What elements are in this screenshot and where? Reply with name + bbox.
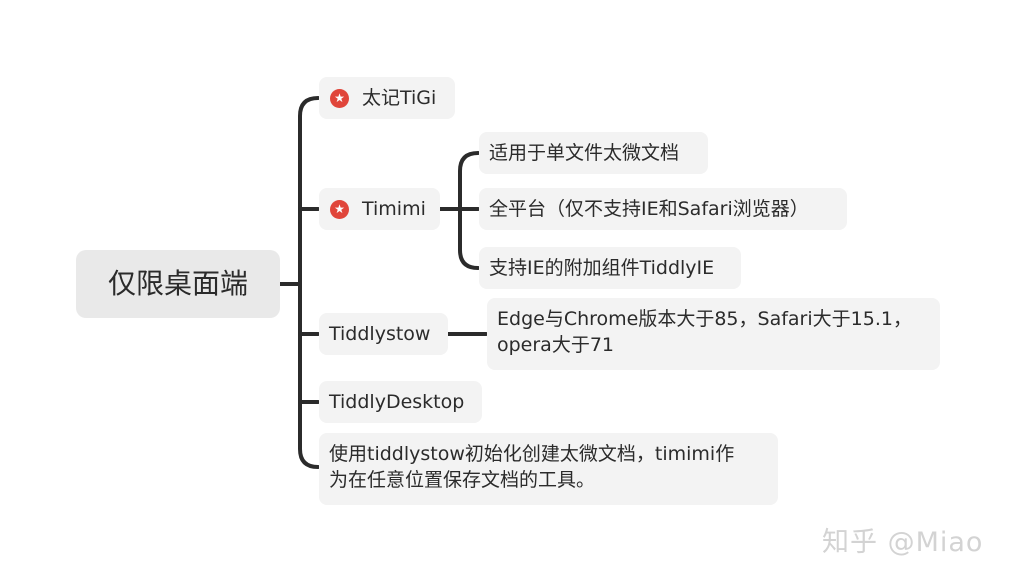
child-node-tiddlyie[interactable]: 支持IE的附加组件TiddlyIE	[479, 247, 741, 289]
branch-label: Timimi	[362, 198, 426, 220]
star-badge-icon: ★	[330, 88, 349, 108]
note-line: 为在任意位置保存文档的工具。	[329, 469, 596, 491]
branch-node-tiddlydesktop[interactable]: TiddlyDesktop	[319, 381, 482, 423]
branch-label: 太记TiGi	[362, 87, 437, 109]
note-line: Edge与Chrome版本大于85，Safari大于15.1，	[497, 308, 912, 330]
note-line: opera大于71	[497, 334, 615, 356]
child-node-platforms[interactable]: 全平台（仅不支持IE和Safari浏览器）	[479, 188, 847, 230]
note-node-browser-versions[interactable]: Edge与Chrome版本大于85，Safari大于15.1， opera大于7…	[487, 298, 940, 370]
note-line: 使用tiddlystow初始化创建太微文档，timimi作	[329, 443, 735, 465]
star-badge-icon: ★	[330, 199, 349, 219]
root-node[interactable]: 仅限桌面端	[76, 250, 280, 318]
branch-node-timimi[interactable]: ★ Timimi	[319, 188, 440, 230]
child-node-single-file[interactable]: 适用于单文件太微文档	[479, 132, 708, 174]
branch-node-tigi[interactable]: ★ 太记TiGi	[319, 77, 455, 119]
trunk-line	[298, 96, 320, 469]
branch-node-tiddlystow[interactable]: Tiddlystow	[319, 313, 448, 355]
watermark: 知乎 @Miao	[822, 527, 984, 558]
branch-node-usage-note[interactable]: 使用tiddlystow初始化创建太微文档，timimi作 为在任意位置保存文档…	[319, 433, 778, 505]
